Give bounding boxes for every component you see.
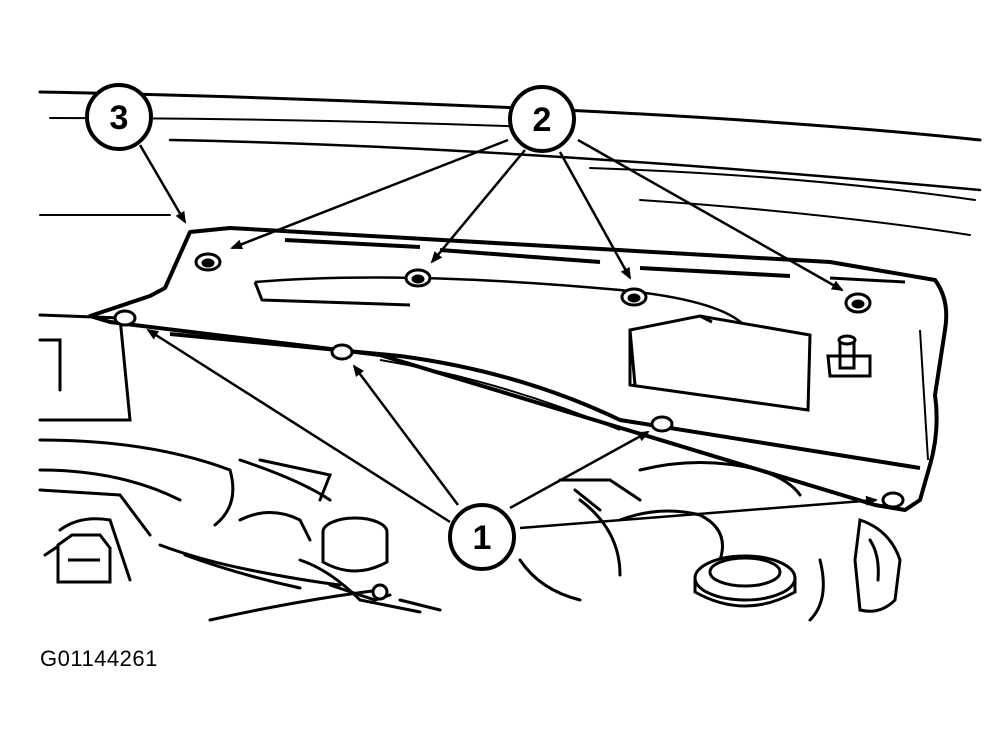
engine-bay bbox=[38, 313, 902, 622]
callout-3-label: 3 bbox=[110, 99, 129, 137]
figure-code: G01144261 bbox=[40, 646, 158, 671]
leader-1a bbox=[146, 328, 451, 524]
pin-hole bbox=[650, 415, 674, 433]
callout-1: 1 bbox=[448, 503, 516, 571]
hose-connector bbox=[56, 533, 389, 601]
cowl-panel bbox=[88, 226, 949, 512]
leader-2a bbox=[230, 138, 509, 250]
pin-hole bbox=[881, 491, 905, 509]
leader-2c bbox=[558, 151, 632, 280]
callout-2: 2 bbox=[508, 85, 576, 153]
fastener-holes bbox=[113, 252, 905, 509]
pin-hole bbox=[330, 343, 354, 361]
reservoir-caps bbox=[321, 516, 797, 608]
callout-3: 3 bbox=[85, 83, 153, 151]
callout-2-label: 2 bbox=[533, 101, 552, 139]
leader-lines bbox=[138, 138, 878, 530]
leader-1d bbox=[519, 495, 878, 530]
callout-1-label: 1 bbox=[473, 519, 492, 557]
leader-3 bbox=[138, 144, 187, 224]
leader-1c bbox=[509, 430, 650, 510]
leader-2b bbox=[430, 149, 526, 264]
pin-hole bbox=[113, 309, 137, 327]
leader-1b bbox=[352, 364, 460, 506]
leader-2d bbox=[577, 138, 844, 292]
wiper-stud bbox=[826, 334, 872, 378]
cowl-raised-block bbox=[628, 314, 812, 412]
